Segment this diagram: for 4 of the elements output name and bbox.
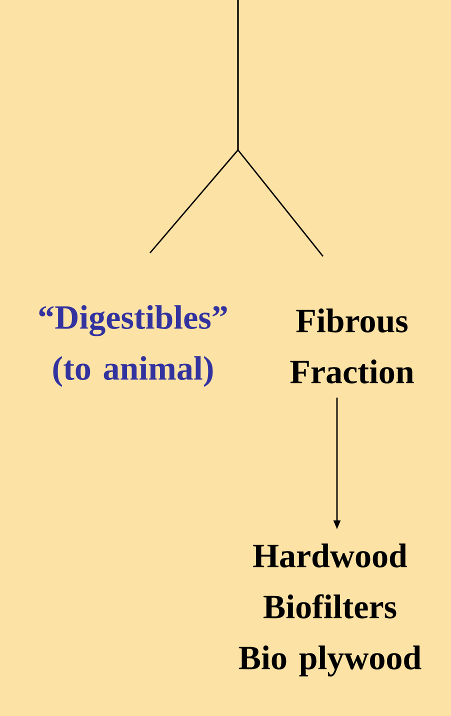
branch-line bbox=[237, 0, 324, 257]
text-label: Hardwood Biofilters Bio plywood bbox=[238, 544, 422, 676]
text-label: Fibrous Fraction bbox=[290, 308, 414, 384]
text-label: “Digestibles” (to animal) bbox=[39, 305, 227, 387]
